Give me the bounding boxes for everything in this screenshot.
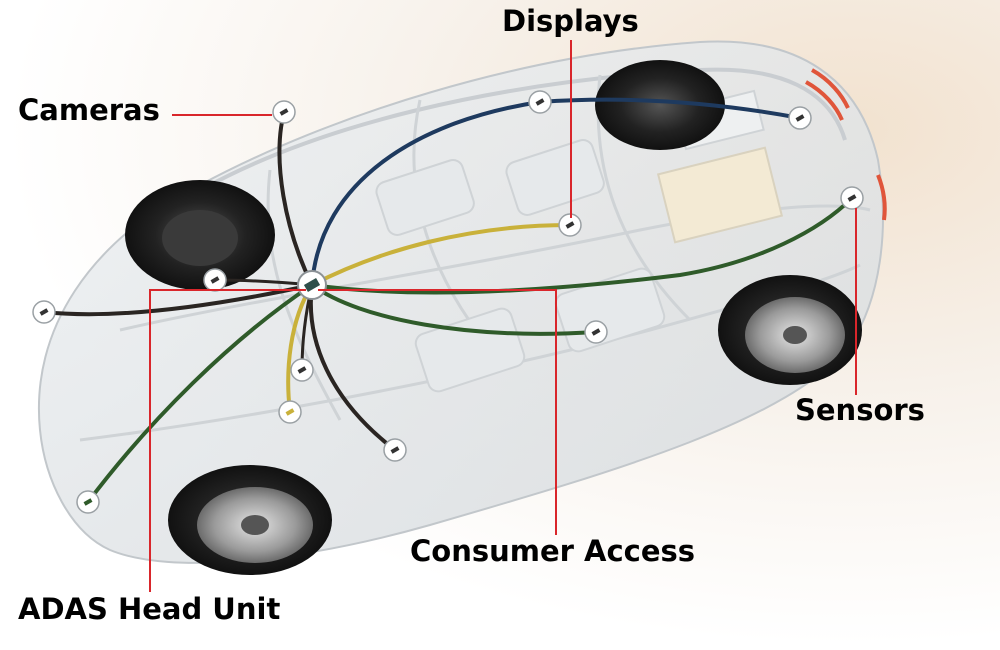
cable-green-mid bbox=[310, 283, 598, 336]
connector-nodes bbox=[32, 90, 864, 514]
connector-node-icon bbox=[203, 268, 227, 292]
label-sensors: Sensors bbox=[795, 393, 925, 427]
cable-green-corner bbox=[86, 283, 314, 504]
label-adas-head-unit: ADAS Head Unit bbox=[18, 592, 281, 626]
connector-node-icon bbox=[290, 358, 314, 382]
connector-node-icon bbox=[76, 490, 100, 514]
wheel-rear-right bbox=[718, 275, 862, 385]
callout-line-consumer bbox=[318, 289, 557, 535]
wheel-front-left bbox=[125, 180, 275, 290]
cable-green-sensor bbox=[310, 196, 854, 295]
label-cameras: Cameras bbox=[18, 93, 160, 127]
label-displays: Displays bbox=[502, 4, 639, 38]
connector-node-icon bbox=[383, 438, 407, 462]
label-consumer-access: Consumer Access bbox=[410, 534, 696, 568]
connector-node-icon bbox=[840, 186, 864, 210]
cable-yellow-display bbox=[310, 223, 572, 287]
callout-lines bbox=[149, 40, 857, 592]
connector-node-icon bbox=[272, 100, 296, 124]
cable-black-front bbox=[308, 283, 397, 452]
car-body bbox=[37, 40, 887, 564]
wheel-rear-left bbox=[595, 60, 725, 150]
head-unit-hub-icon bbox=[297, 270, 327, 300]
connector-node-icon bbox=[528, 90, 552, 114]
connector-node-icon bbox=[788, 106, 812, 130]
wheel-front-right bbox=[168, 465, 332, 575]
connector-node-icon bbox=[278, 400, 302, 424]
callout-line-adas bbox=[149, 289, 306, 592]
connector-node-icon bbox=[32, 300, 56, 324]
cable-black-rear bbox=[42, 283, 314, 317]
connector-node-icon bbox=[584, 320, 608, 344]
cable-black-camera bbox=[277, 110, 314, 287]
